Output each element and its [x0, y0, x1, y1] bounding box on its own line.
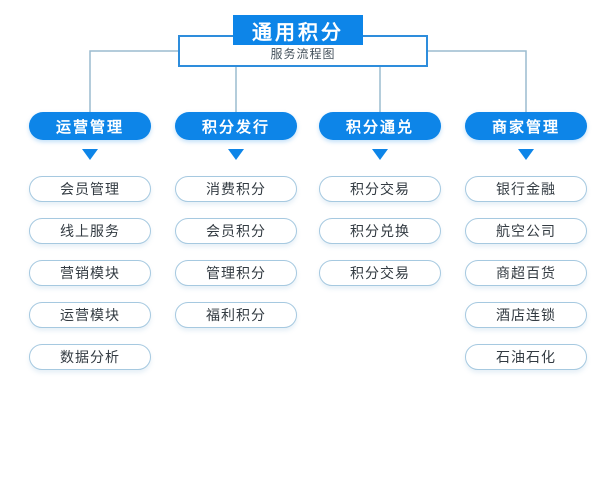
- arrow-down-icon: [518, 149, 534, 160]
- column-header: 运营管理: [29, 112, 151, 140]
- node-pill: 积分交易: [319, 260, 441, 286]
- arrow-down-icon: [228, 149, 244, 160]
- node-label: 福利积分: [206, 308, 266, 324]
- node-label: 会员管理: [60, 182, 120, 198]
- node-label: 银行金融: [496, 182, 556, 198]
- arrow-down-icon: [82, 149, 98, 160]
- node-pill: 运营模块: [29, 302, 151, 328]
- node-label: 积分交易: [350, 182, 410, 198]
- node-label: 酒店连锁: [496, 308, 556, 324]
- arrow-down-icon: [372, 149, 388, 160]
- node-label: 管理积分: [206, 266, 266, 282]
- column-operations: 运营管理 会员管理 线上服务 营销模块 运营模块 数据分析: [29, 112, 151, 370]
- node-label: 积分兑换: [350, 224, 410, 240]
- node-pill: 线上服务: [29, 218, 151, 244]
- column-points-issuance: 积分发行 消费积分 会员积分 管理积分 福利积分: [175, 112, 297, 328]
- node-label: 石油石化: [496, 350, 556, 366]
- column-header: 商家管理: [465, 112, 587, 140]
- node-label: 消费积分: [206, 182, 266, 198]
- connector-right: [428, 50, 527, 112]
- node-pill: 管理积分: [175, 260, 297, 286]
- node-pill: 积分交易: [319, 176, 441, 202]
- column-points-exchange: 积分通兑 积分交易 积分兑换 积分交易: [319, 112, 441, 286]
- node-pill: 消费积分: [175, 176, 297, 202]
- node-pill: 航空公司: [465, 218, 587, 244]
- node-pill: 会员管理: [29, 176, 151, 202]
- diagram-title-box: 通用积分: [233, 15, 363, 45]
- node-pill: 酒店连锁: [465, 302, 587, 328]
- node-pill: 石油石化: [465, 344, 587, 370]
- node-pill: 商超百货: [465, 260, 587, 286]
- column-header-label: 运营管理: [55, 117, 124, 136]
- node-pill: 会员积分: [175, 218, 297, 244]
- column-header: 积分通兑: [319, 112, 441, 140]
- node-label: 积分交易: [350, 266, 410, 282]
- node-pill: 数据分析: [29, 344, 151, 370]
- node-pill: 积分兑换: [319, 218, 441, 244]
- column-header-label: 积分发行: [201, 117, 270, 136]
- node-label: 航空公司: [496, 224, 556, 240]
- column-header-label: 积分通兑: [345, 117, 414, 136]
- node-label: 会员积分: [206, 224, 266, 240]
- diagram-title: 通用积分: [252, 19, 344, 44]
- connector-left: [89, 50, 180, 112]
- node-pill: 福利积分: [175, 302, 297, 328]
- node-label: 线上服务: [60, 224, 120, 240]
- node-pill: 银行金融: [465, 176, 587, 202]
- column-header-label: 商家管理: [491, 117, 560, 136]
- node-pill: 营销模块: [29, 260, 151, 286]
- column-header: 积分发行: [175, 112, 297, 140]
- node-label: 营销模块: [60, 266, 120, 282]
- node-label: 运营模块: [60, 308, 120, 324]
- node-label: 商超百货: [496, 266, 556, 282]
- column-merchant-management: 商家管理 银行金融 航空公司 商超百货 酒店连锁 石油石化: [465, 112, 587, 370]
- diagram-subtitle: 服务流程图: [270, 47, 336, 61]
- node-label: 数据分析: [60, 350, 120, 366]
